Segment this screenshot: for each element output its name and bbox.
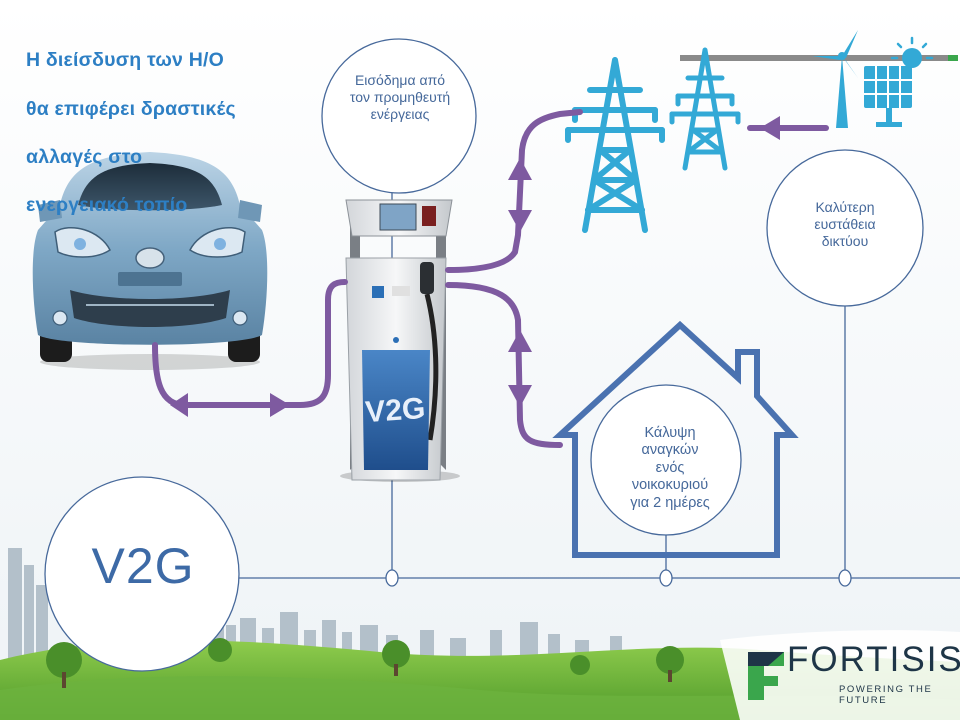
v2g-label: V2G <box>91 538 195 594</box>
income-line: ενέργειας <box>370 105 430 122</box>
income-line: Εισόδημα από <box>354 72 446 88</box>
household-bubble <box>590 384 742 536</box>
income-bubble-text: Εισόδημα από τον προμηθευτή ενέργειας <box>330 72 470 122</box>
timeline-node-stability <box>838 569 852 587</box>
stability-line: Καλύτερη <box>815 199 875 215</box>
household-line: αναγκών <box>641 442 699 459</box>
stability-line: δικτύου <box>821 232 869 249</box>
house-outline-icon <box>552 320 799 558</box>
sun-icon <box>890 36 934 68</box>
brand-tagline: POWERING THE FUTURE <box>839 684 933 706</box>
title-line: θα επιφέρει δραστικές <box>26 97 236 120</box>
stability-line: ευστάθεια <box>814 215 876 232</box>
title-line: ενεργειακό τοπίο <box>26 194 188 217</box>
household-line: ενός <box>655 459 685 476</box>
wind-turbine-icon <box>812 30 858 128</box>
flow-car-charger <box>152 279 348 408</box>
v2g-bubble <box>44 476 240 672</box>
household-line: Κάλυψη <box>644 425 696 441</box>
brand-name: FORTISIS <box>787 640 960 679</box>
page-title: Η διείσδυση των Η/Ο θα επιφέρει δραστικέ… <box>26 24 306 242</box>
title-line: αλλαγές στο <box>26 145 143 168</box>
energy-flow-arrows <box>152 109 829 448</box>
income-bubble <box>321 38 477 194</box>
flow-charger-tower <box>445 109 583 273</box>
charger-sign: V2G <box>364 392 426 429</box>
v2g-charger-image <box>340 199 460 482</box>
solar-panel-icon <box>864 66 912 127</box>
stability-bubble <box>766 149 924 307</box>
household-bubble-text: Κάλυψη αναγκών ενός νοικοκυριού για 2 ημ… <box>618 425 722 512</box>
flow-arrowheads <box>170 116 780 417</box>
timeline-node-household <box>659 569 673 587</box>
income-line: τον προμηθευτή <box>349 88 451 105</box>
household-line: νοικοκυριού <box>631 477 709 494</box>
timeline-node-income <box>385 569 399 587</box>
transmission-tower-small-icon <box>669 47 741 171</box>
brand-logo-icon <box>748 652 784 700</box>
flow-charger-house <box>445 282 563 448</box>
title-line: Η διείσδυση των Η/Ο <box>26 49 224 72</box>
household-line: για 2 ημέρες <box>630 494 710 511</box>
stability-bubble-text: Καλύτερη ευστάθεια δικτύου <box>770 199 920 249</box>
electric-car-image <box>32 152 268 370</box>
